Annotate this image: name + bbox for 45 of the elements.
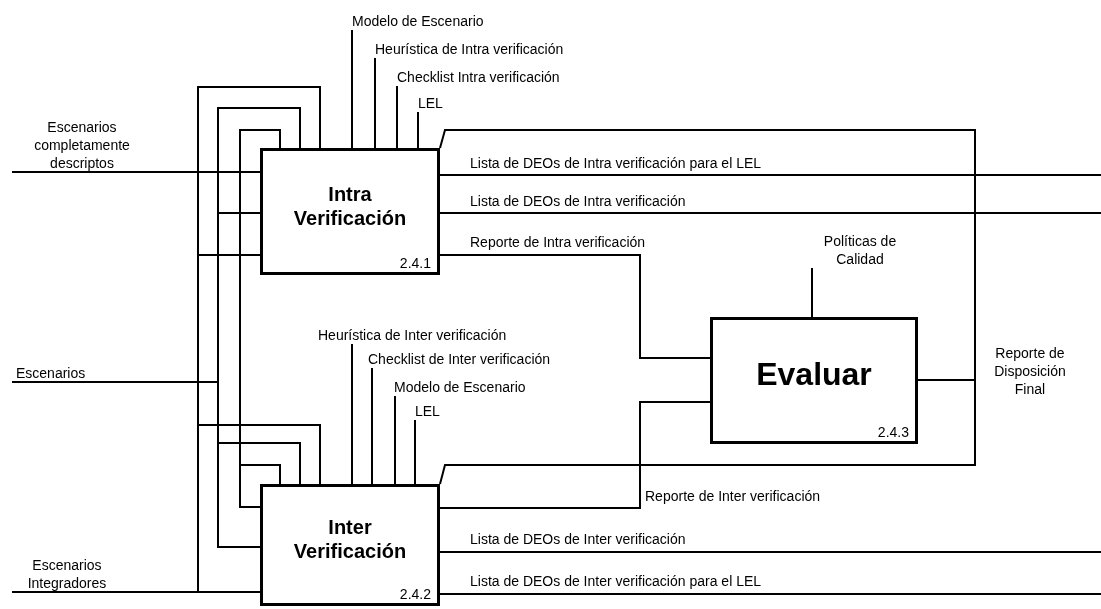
text-label: Modelo de Escenario — [348, 10, 508, 30]
connector-line — [417, 111, 419, 149]
text-label: Modelo de Escenario — [390, 376, 570, 396]
text-label: Checklist Intra verificación — [393, 66, 593, 86]
text-label: Políticas de Calidad — [808, 228, 912, 268]
process-box — [710, 317, 918, 444]
text-label: Escenarios — [12, 356, 132, 382]
process-number: 2.4.2 — [399, 586, 431, 602]
connector-line — [439, 174, 1101, 176]
text-label: LEL — [414, 92, 454, 112]
connector-line — [11, 424, 321, 593]
connector-line — [351, 343, 353, 485]
process-title: Intra Verificación — [293, 181, 407, 230]
connector-line — [351, 29, 353, 149]
connector-line — [439, 401, 711, 509]
process-title: Evaluar — [755, 355, 873, 394]
connector-line — [439, 551, 1101, 553]
edge-label: Reporte de Inter verificación — [645, 487, 821, 505]
connector-line — [394, 395, 396, 485]
text-label: Escenarios completamente descriptos — [12, 100, 152, 172]
text-label: Checklist de Inter verificación — [364, 348, 604, 368]
text-label: Escenarios Integradores — [12, 542, 122, 592]
process-title: Inter Verificación — [293, 515, 407, 563]
connector-line — [439, 212, 1101, 214]
connector-line — [439, 129, 976, 381]
connector-line — [11, 171, 281, 508]
edge-label: Lista de DEOs de Inter verificación para el LEL — [470, 572, 762, 590]
process-box — [260, 148, 440, 275]
connector-line — [811, 267, 813, 318]
process-number: 2.4.1 — [399, 255, 431, 271]
connector-line — [396, 85, 398, 149]
text-label: Heurística de Inter verificación — [314, 322, 564, 344]
connector-line — [439, 379, 976, 485]
connector-line — [371, 367, 373, 485]
text-label: LEL — [411, 400, 451, 420]
connector-line — [11, 381, 301, 548]
edge-label: Lista de DEOs de Intra verificación para el LEL — [470, 154, 762, 172]
connector-line — [439, 593, 1101, 595]
text-label: Heurística de Intra verificación — [371, 38, 611, 58]
process-number: 2.4.3 — [877, 424, 909, 440]
connector-line — [374, 57, 376, 149]
process-box — [260, 484, 440, 606]
connector-line — [439, 254, 711, 359]
connector-line — [414, 419, 416, 485]
edge-label: Reporte de Intra verificación — [470, 233, 646, 251]
